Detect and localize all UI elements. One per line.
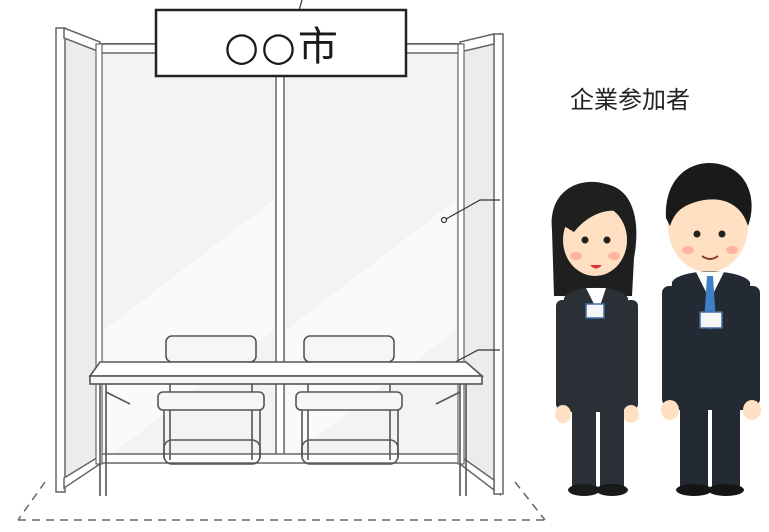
city-sign-text: ○○市	[224, 24, 340, 70]
floor-outline	[17, 481, 546, 521]
chair-left	[157, 335, 265, 465]
woman-figure	[551, 181, 639, 496]
table	[88, 361, 485, 496]
man-figure	[661, 162, 761, 496]
participants-illustration	[551, 162, 761, 496]
participants-label: 企業参加者	[570, 86, 690, 114]
right-partition	[457, 32, 504, 497]
city-sign-board	[154, 8, 408, 78]
back-partition	[97, 43, 463, 464]
left-partition	[55, 26, 103, 493]
